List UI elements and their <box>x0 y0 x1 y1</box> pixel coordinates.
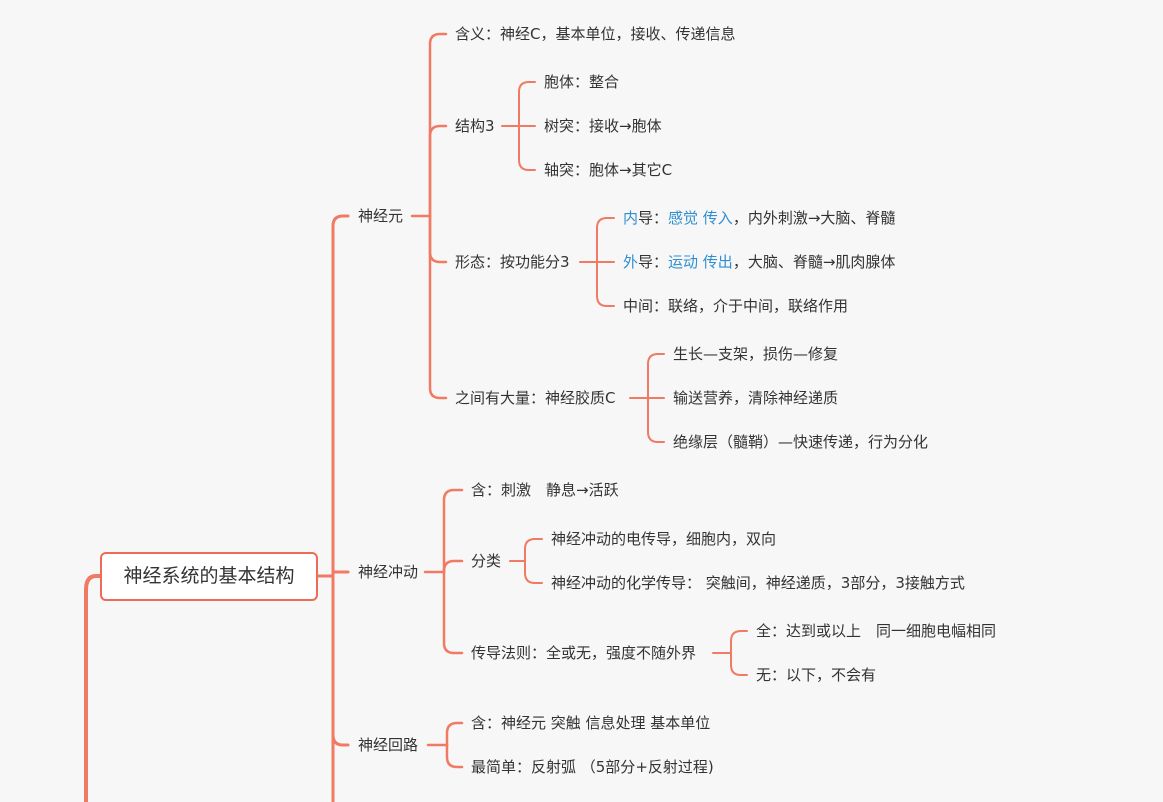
inner-sensory: 感觉 传入 <box>668 209 733 227</box>
glia-growth[interactable]: 生长—支架，损伤—修复 <box>673 345 839 363</box>
outer-motor: 运动 传出 <box>668 253 733 271</box>
classification-chemical[interactable]: 神经冲动的化学传导： 突触间，神经递质，3部分，3接触方式 <box>551 574 965 592</box>
glia-branch-0 <box>647 353 665 399</box>
topic-neuron[interactable]: 神经元 <box>358 207 404 225</box>
inner-desc: ，内外刺激→大脑、脊髓 <box>732 209 896 227</box>
structure-branch-0 <box>518 81 536 127</box>
classification-electrical[interactable]: 神经冲动的电传导，细胞内，双向 <box>551 530 777 548</box>
impulse-branch-2 <box>442 570 464 655</box>
morphology-middle[interactable]: 中间：联络，介于中间，联络作用 <box>623 297 849 315</box>
classification-branch-0 <box>524 538 543 562</box>
neuron-glia[interactable]: 之间有大量：神经胶质C <box>455 389 616 407</box>
neuron-branch-0 <box>428 32 448 218</box>
root-branch-2 <box>331 574 350 747</box>
impulse-law[interactable]: 传导法则：全或无，强度不随外界 <box>471 644 697 662</box>
neuron-branch-1 <box>428 124 448 218</box>
circuit-branch-1 <box>445 743 464 769</box>
structure-axon[interactable]: 轴突：胞体→其它C <box>544 161 673 179</box>
impulse-branch-1 <box>442 559 464 574</box>
morphology-outer[interactable]: 外导：运动 传出，大脑、脊髓→肌肉腺体 <box>623 252 895 272</box>
impulse-branch-0 <box>442 488 464 574</box>
law-none[interactable]: 无：以下，不会有 <box>756 666 877 684</box>
circuit-branch-0 <box>445 721 464 747</box>
neuron-branch-2 <box>428 214 448 264</box>
circuit-simplest[interactable]: 最简单：反射弧 （5部分+反射过程) <box>471 758 714 776</box>
outer-prefix: 外 <box>623 253 639 271</box>
morphology-branch-2 <box>596 261 615 307</box>
law-branch-0 <box>730 630 748 654</box>
structure-soma[interactable]: 胞体：整合 <box>544 73 620 91</box>
structure-branch-2 <box>518 125 536 171</box>
root-topic[interactable]: 神经系统的基本结构 <box>100 552 318 601</box>
outer-guide: 导： <box>638 253 669 271</box>
law-all[interactable]: 全：达到或以上 同一细胞电幅相同 <box>756 622 997 640</box>
outer-desc: ，大脑、脊髓→肌肉腺体 <box>732 253 896 271</box>
inner-prefix: 内 <box>623 209 639 227</box>
glia-nutrition[interactable]: 输送营养，清除神经递质 <box>673 389 839 407</box>
inner-guide: 导： <box>638 209 669 227</box>
impulse-classification[interactable]: 分类 <box>471 552 502 570</box>
glia-insulation[interactable]: 绝缘层（髓鞘）—快速传递，行为分化 <box>673 433 929 451</box>
neuron-morphology[interactable]: 形态：按功能分3 <box>455 253 570 271</box>
neuron-branch-3 <box>428 214 448 400</box>
neuron-structure[interactable]: 结构3 <box>455 117 495 135</box>
topic-nerve-impulse[interactable]: 神经冲动 <box>358 563 419 581</box>
structure-dendrite[interactable]: 树突：接收→胞体 <box>544 117 662 135</box>
morphology-inner[interactable]: 内导：感觉 传入，内外刺激→大脑、脊髓 <box>623 208 895 228</box>
circuit-meaning[interactable]: 含：神经元 突触 信息处理 基本单位 <box>471 714 711 732</box>
root-branch-0 <box>331 214 350 578</box>
glia-branch-2 <box>647 397 665 443</box>
classification-branch-1 <box>524 560 543 584</box>
topic-neural-circuit[interactable]: 神经回路 <box>358 736 419 754</box>
root-trunk <box>84 574 102 802</box>
impulse-meaning[interactable]: 含：刺激 静息→活跃 <box>471 481 619 499</box>
morphology-branch-0 <box>596 217 615 263</box>
law-branch-1 <box>730 652 748 676</box>
neuron-meaning[interactable]: 含义：神经C，基本单位，接收、传递信息 <box>455 25 736 43</box>
